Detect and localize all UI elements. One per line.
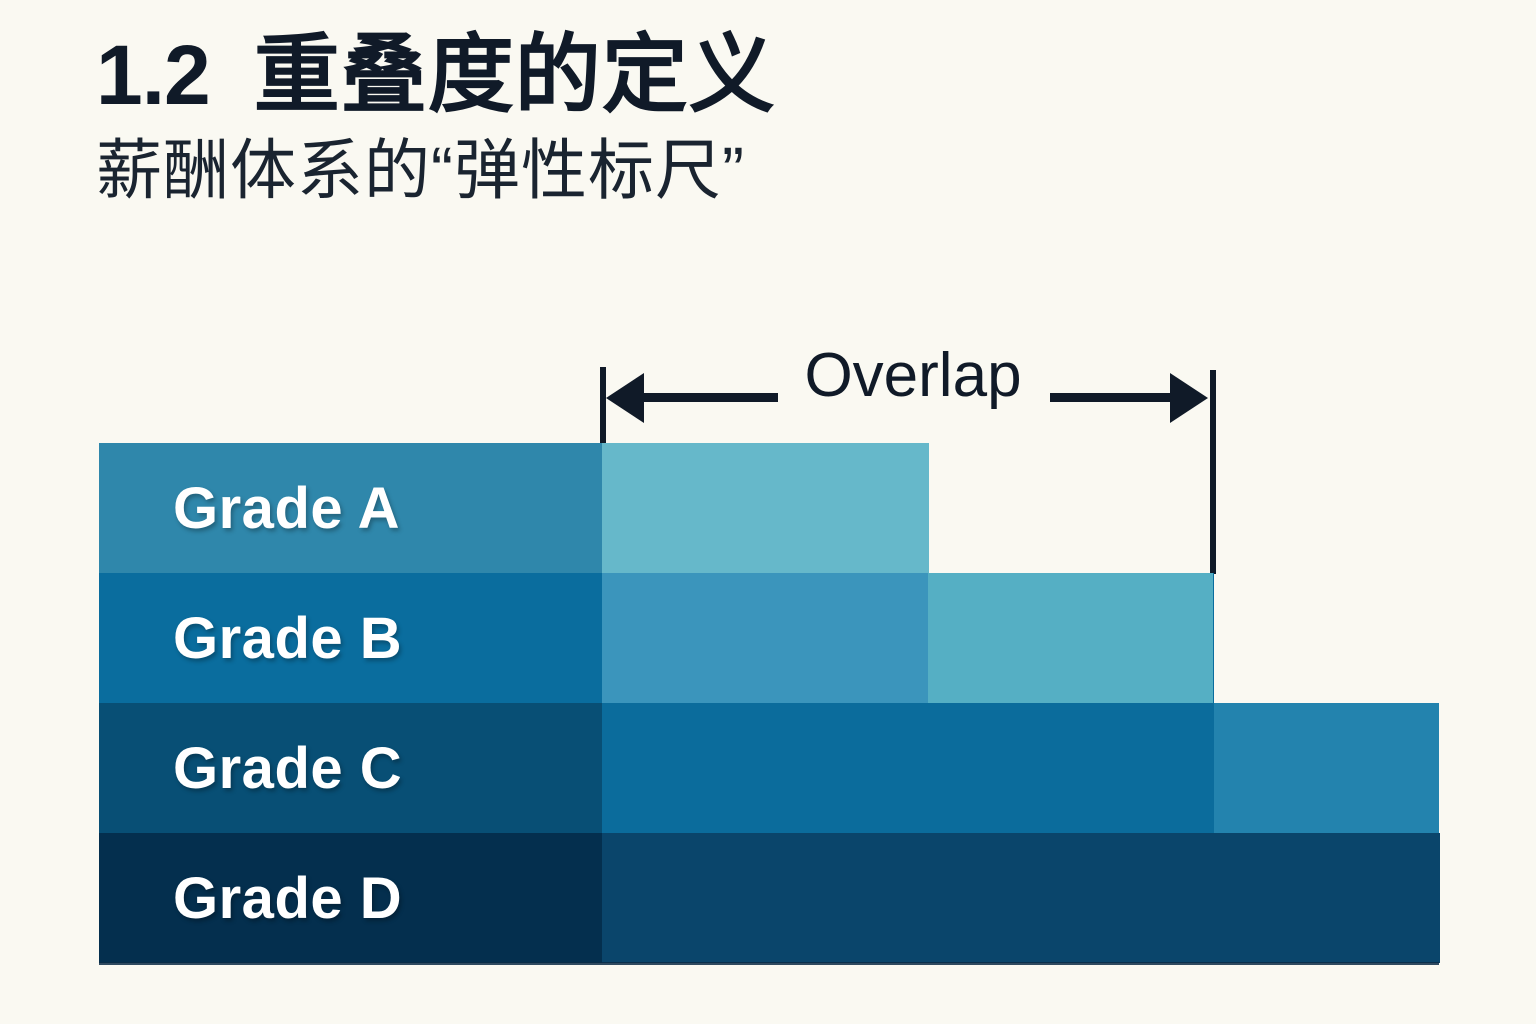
- grade-bar-row: Grade C: [99, 703, 1439, 833]
- page-title: 1.2 重叠度的定义: [96, 32, 1096, 118]
- page-subtitle: 薪酬体系的“弹性标尺”: [96, 133, 745, 207]
- arrow-left-icon: [606, 373, 644, 423]
- grade-bar-row: Grade A: [99, 443, 1439, 573]
- grade-bar-label: Grade A: [173, 475, 400, 541]
- arrow-right-shaft: [1050, 393, 1182, 402]
- grade-bar-chart: Grade A Grade B Grade C Grade D: [99, 443, 1440, 964]
- title-text: 重叠度的定义: [253, 27, 776, 123]
- title-number: 1.2: [96, 28, 211, 122]
- overlap-left-tick-icon: [600, 367, 606, 445]
- arrow-left-shaft: [636, 393, 778, 402]
- grade-bar-overlap-segment: [602, 703, 1214, 833]
- grade-bar-overlap-segment: [602, 833, 1440, 963]
- grade-bar-extension-segment: [1214, 703, 1439, 833]
- grade-bar-label: Grade D: [173, 865, 403, 931]
- chart-baseline: [99, 962, 1439, 965]
- grade-bar-overlap-segment: [602, 443, 929, 573]
- slide-header: 1.2 重叠度的定义 薪酬体系的“弹性标尺”: [96, 32, 1096, 205]
- grade-bar-label: Grade C: [173, 735, 403, 801]
- grade-bar-label: Grade B: [173, 605, 403, 671]
- arrow-right-icon: [1170, 373, 1208, 423]
- grade-bar-row: Grade B: [99, 573, 1439, 703]
- grade-bar-row: Grade D: [99, 833, 1440, 963]
- grade-bar-extension-segment: [928, 573, 1213, 703]
- overlap-label: Overlap: [804, 341, 1022, 410]
- grade-bar-overlap-segment: [602, 573, 929, 703]
